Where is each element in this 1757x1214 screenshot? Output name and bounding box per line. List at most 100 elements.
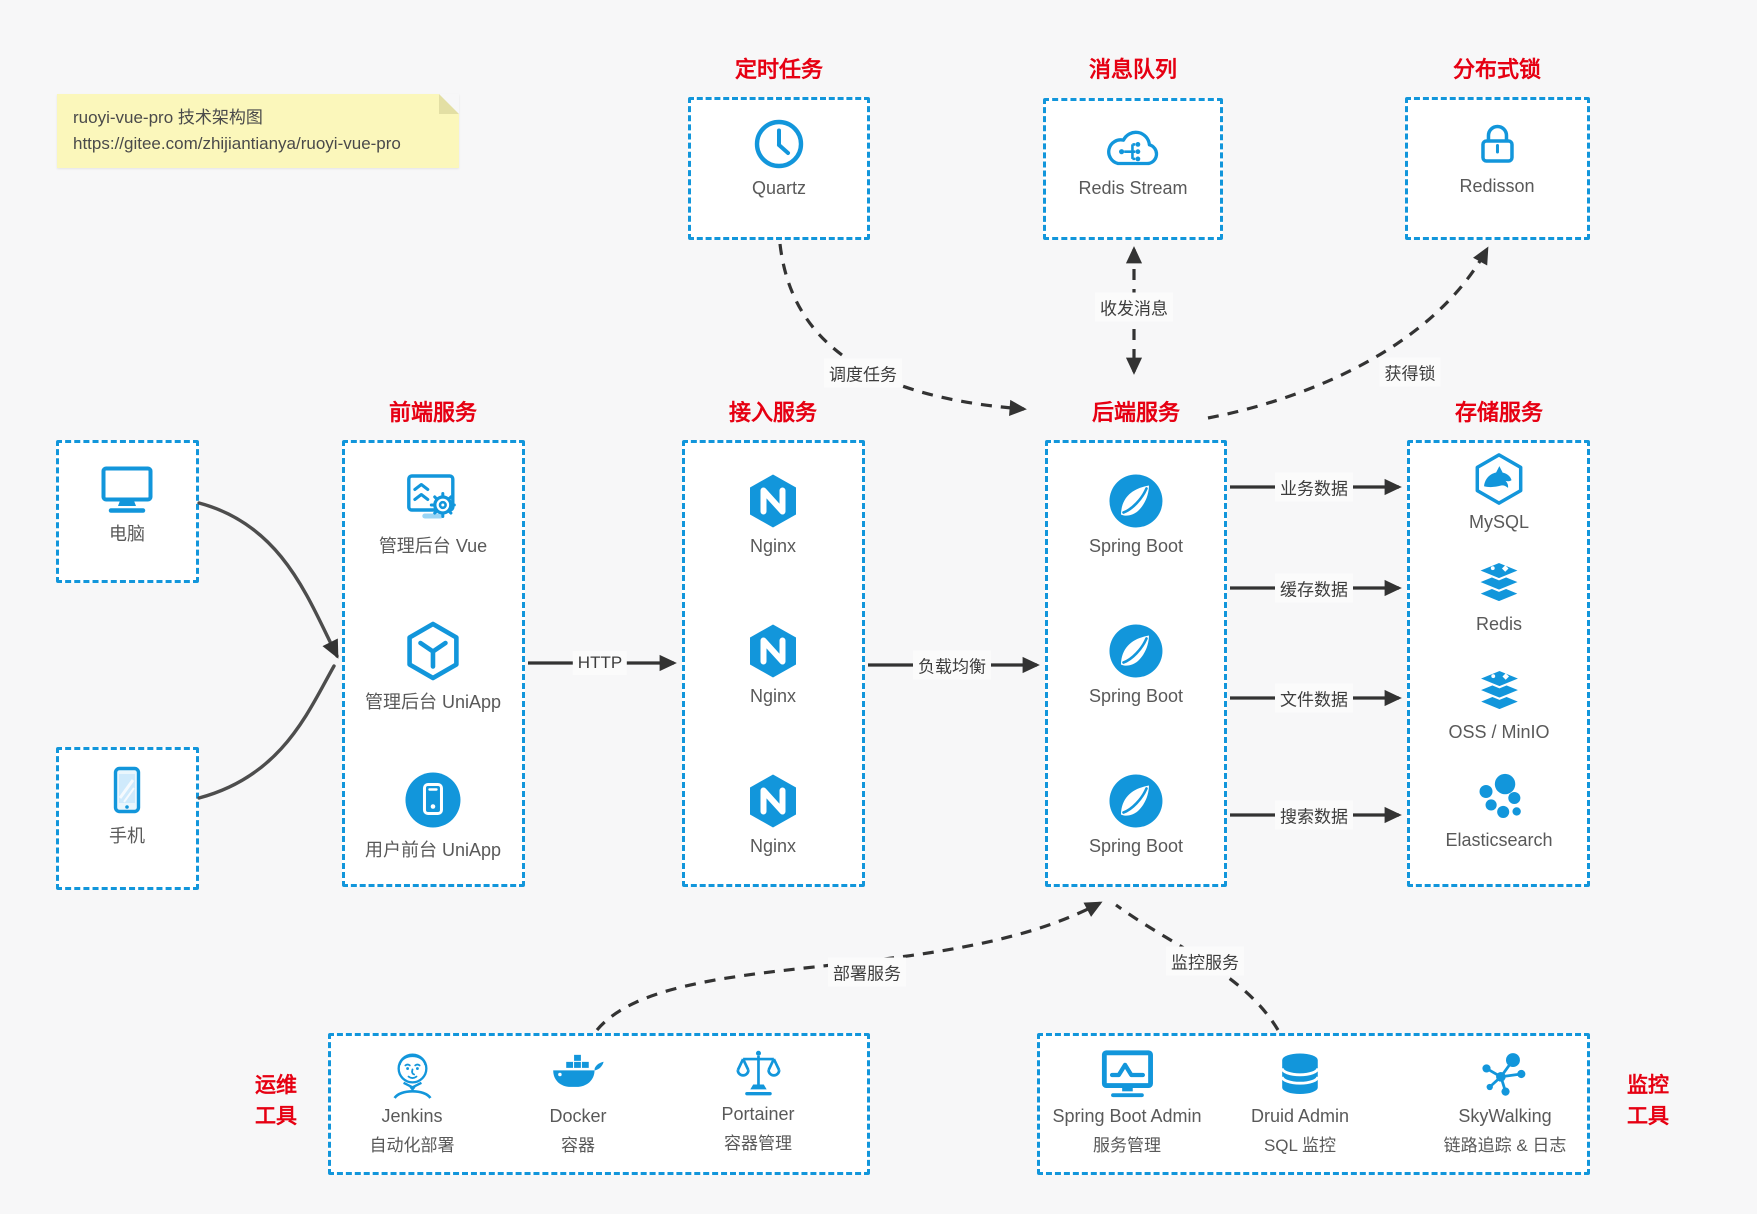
node-oss-minio: OSS / MinIO — [1448, 668, 1550, 743]
node-label: 用户前台 UniApp — [364, 840, 502, 860]
clock-icon — [751, 116, 807, 172]
node-label: Redis — [1475, 614, 1523, 634]
ops-tools-side-label: 运维 工具 — [240, 1070, 312, 1132]
node-label: Spring Boot Admin — [1052, 1106, 1202, 1126]
node-user-uniapp: 用户前台 UniApp — [365, 770, 501, 862]
edge-label-http: HTTP — [572, 651, 628, 675]
node-admin-uniapp: 管理后台 UniApp — [365, 620, 501, 714]
node-label: 管理后台 Vue — [378, 536, 488, 556]
node-quartz: Quartz — [751, 116, 807, 199]
node-label: Druid Admin — [1250, 1106, 1350, 1126]
node-mysql: MySQL — [1469, 452, 1529, 533]
node-admin-vue: 管理后台 Vue — [379, 470, 487, 558]
desktop-icon — [97, 462, 157, 514]
node-label: OSS / MinIO — [1448, 722, 1550, 742]
jenkins-icon — [387, 1046, 437, 1100]
group-title-scheduled-tasks: 定时任务 — [734, 57, 824, 82]
node-label: 管理后台 UniApp — [364, 692, 502, 712]
side-label-line1: 监控 — [1627, 1074, 1669, 1097]
spring-boot-icon — [1107, 772, 1165, 830]
oss-minio-icon — [1471, 668, 1527, 716]
node-label: Quartz — [751, 178, 807, 198]
node-desc: 链路追踪 & 日志 — [1443, 1136, 1567, 1155]
node-nginx-1: Nginx — [744, 472, 802, 557]
edge-label-cache-data: 缓存数据 — [1275, 573, 1353, 603]
node-nginx-2: Nginx — [744, 622, 802, 707]
node-druid-admin: Druid Admin SQL 监控 — [1251, 1048, 1349, 1156]
side-label-line1: 运维 — [255, 1074, 297, 1097]
edge-label-search-data: 搜索数据 — [1275, 800, 1353, 830]
node-label: 手机 — [109, 826, 145, 846]
node-desc: 服务管理 — [1093, 1136, 1161, 1155]
spring-boot-icon — [1107, 472, 1165, 530]
edge-acquire-lock — [1207, 246, 1489, 420]
node-spring-boot-3: Spring Boot — [1089, 772, 1183, 857]
node-label: Spring Boot — [1088, 536, 1184, 556]
node-label: Redisson — [1459, 176, 1535, 196]
group-title-distributed-lock: 分布式锁 — [1452, 57, 1542, 82]
node-label: Nginx — [749, 686, 797, 706]
group-title-message-queue: 消息队列 — [1088, 57, 1178, 82]
edge-phone-to-frontend — [197, 664, 336, 800]
node-portainer: Portainer 容器管理 — [721, 1048, 795, 1154]
uniapp-cube-icon — [402, 620, 464, 682]
edge-label-business-data: 业务数据 — [1275, 472, 1353, 502]
node-spring-boot-1: Spring Boot — [1089, 472, 1183, 557]
node-jenkins: Jenkins 自动化部署 — [370, 1046, 455, 1156]
nginx-icon — [744, 622, 802, 680]
druid-icon — [1275, 1048, 1325, 1100]
node-label: Portainer — [721, 1104, 795, 1124]
node-label: Spring Boot — [1088, 686, 1184, 706]
node-phone: 手机 — [101, 764, 153, 848]
edge-label-deploy-service: 部署服务 — [828, 957, 906, 987]
node-desc: 容器 — [561, 1136, 595, 1155]
group-title-gateway: 接入服务 — [728, 400, 818, 425]
skywalking-icon — [1479, 1048, 1531, 1100]
lock-icon — [1471, 118, 1523, 170]
user-app-icon — [403, 770, 463, 830]
node-nginx-3: Nginx — [744, 772, 802, 857]
note-url: https://gitee.com/zhijiantianya/ruoyi-vu… — [73, 134, 401, 153]
mysql-icon — [1472, 452, 1526, 506]
node-pc: 电脑 — [97, 462, 157, 546]
elasticsearch-icon — [1473, 772, 1525, 824]
node-desc: SQL 监控 — [1263, 1136, 1337, 1155]
node-spring-boot-admin: Spring Boot Admin 服务管理 — [1052, 1048, 1202, 1156]
edge-label-schedule-task: 调度任务 — [824, 358, 902, 388]
node-label: Redis Stream — [1078, 178, 1188, 198]
message-queue-box — [1043, 98, 1223, 240]
edge-label-monitor-service: 监控服务 — [1166, 946, 1244, 976]
sticky-note: ruoyi-vue-pro 技术架构图 https://gitee.com/zh… — [57, 94, 459, 168]
node-spring-boot-2: Spring Boot — [1089, 622, 1183, 707]
node-label: Jenkins — [381, 1106, 443, 1126]
node-desc: 容器管理 — [723, 1134, 792, 1153]
node-docker: Docker 容器 — [547, 1050, 609, 1156]
node-label: Spring Boot — [1088, 836, 1184, 856]
docker-icon — [547, 1050, 609, 1100]
node-redis-stream: Redis Stream — [1078, 122, 1188, 199]
node-redis: Redis — [1471, 560, 1527, 635]
edge-label-file-data: 文件数据 — [1275, 683, 1353, 713]
side-label-line2: 工具 — [1627, 1105, 1669, 1128]
node-label: Nginx — [749, 536, 797, 556]
distributed-lock-box — [1405, 97, 1590, 240]
edge-label-acquire-lock: 获得锁 — [1379, 357, 1441, 387]
note-title: ruoyi-vue-pro 技术架构图 — [73, 108, 263, 127]
monitor-tools-side-label: 监控 工具 — [1612, 1070, 1684, 1132]
node-label: Elasticsearch — [1445, 830, 1553, 850]
edge-schedule-task — [778, 243, 1027, 416]
spring-boot-icon — [1107, 622, 1165, 680]
group-title-backend: 后端服务 — [1091, 400, 1181, 425]
edge-pc-to-frontend — [197, 501, 339, 659]
cloud-stream-icon — [1102, 122, 1164, 172]
node-desc: 自动化部署 — [369, 1136, 455, 1155]
portainer-icon — [731, 1048, 785, 1098]
admin-vue-icon — [403, 470, 463, 526]
group-title-storage: 存储服务 — [1454, 400, 1544, 425]
phone-box — [56, 747, 199, 890]
side-label-line2: 工具 — [255, 1105, 297, 1128]
redis-icon — [1471, 560, 1527, 608]
smartphone-icon — [101, 764, 153, 816]
edge-label-load-balance: 负载均衡 — [913, 650, 991, 680]
